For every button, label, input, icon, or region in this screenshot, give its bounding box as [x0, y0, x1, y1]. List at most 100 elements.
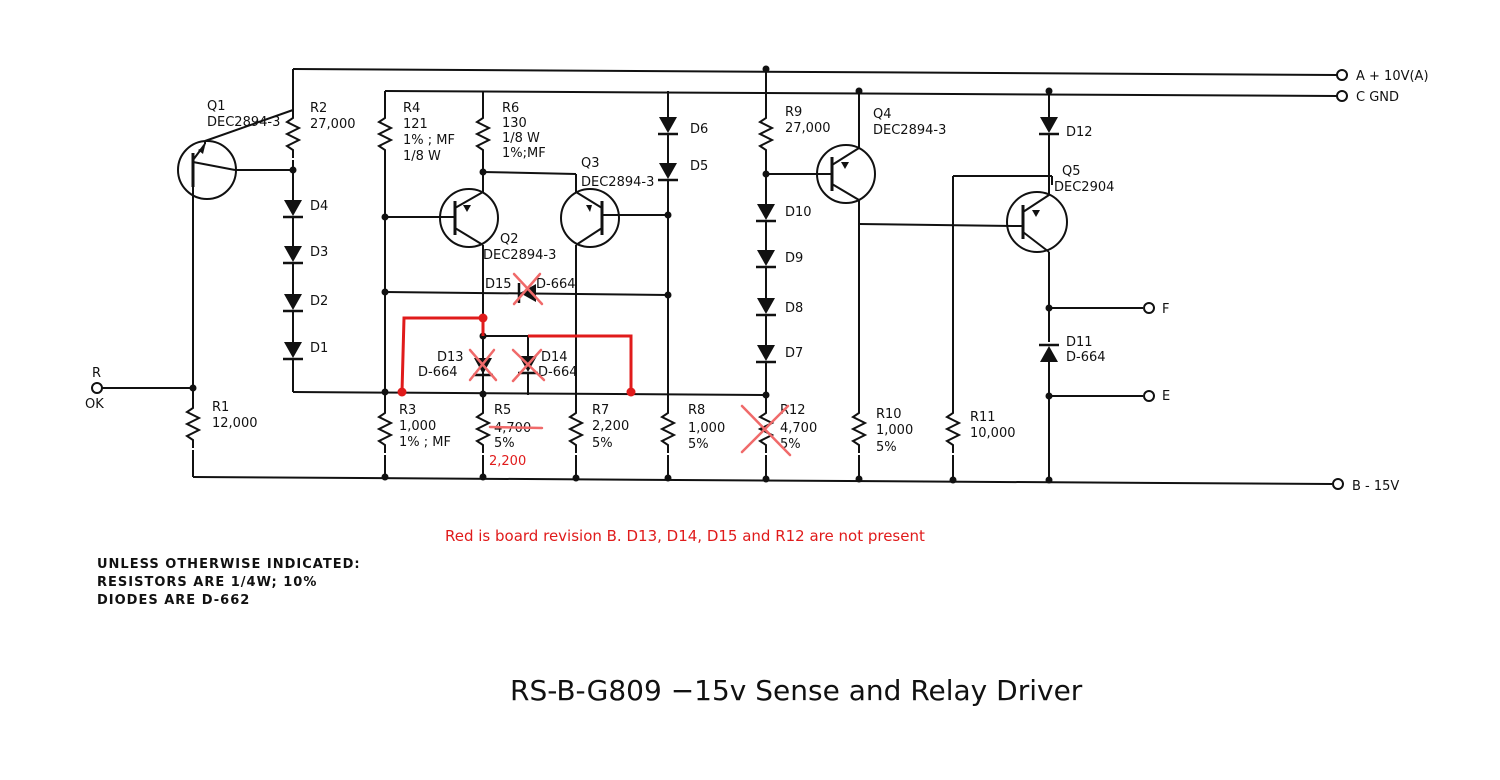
revision-b-wires — [400, 316, 633, 393]
d1-ref: D1 — [310, 341, 328, 356]
note-line-1: UNLESS OTHERWISE INDICATED: — [97, 557, 361, 572]
q3-ref: Q3 — [581, 156, 600, 171]
r11-value: 10,000 — [970, 426, 1016, 441]
junction-dots — [189, 65, 1053, 484]
diode-d15 — [517, 283, 536, 303]
r10-value: 1,000 — [876, 423, 913, 438]
d3-ref: D3 — [310, 245, 328, 260]
resistor-r7 — [569, 404, 583, 454]
resistor-r1 — [186, 399, 200, 449]
r7-tolerance: 5% — [592, 436, 613, 451]
r9-value: 27,000 — [785, 121, 831, 136]
resistor-r5 — [476, 404, 490, 454]
r10-ref: R10 — [876, 407, 902, 422]
d13-ref: D13 — [437, 350, 464, 365]
diode-d8 — [754, 296, 778, 317]
r11-ref: R11 — [970, 410, 996, 425]
d15-ref: D15 — [485, 277, 512, 292]
r12-tolerance: 5% — [780, 437, 801, 452]
d2-ref: D2 — [310, 294, 328, 309]
r6-tolerance: 1%;MF — [502, 146, 546, 161]
r6-value: 130 — [502, 116, 527, 131]
revision-b-dots — [397, 313, 636, 397]
r7-ref: R7 — [592, 403, 609, 418]
d11-part: D-664 — [1066, 350, 1106, 365]
r8-value: 1,000 — [688, 421, 725, 436]
terminal-a-label: A + 10V(A) — [1356, 69, 1429, 84]
terminal-b-label: B - 15V — [1352, 479, 1399, 494]
r1-ref: R1 — [212, 400, 229, 415]
transistor-q1 — [177, 109, 294, 200]
diode-d9 — [754, 248, 778, 269]
r7-value: 2,200 — [592, 419, 629, 434]
q4-part: DEC2894-3 — [873, 123, 946, 138]
d14-part: D-664 — [538, 365, 578, 380]
diode-d6 — [656, 115, 680, 136]
r3-value: 1,000 — [399, 419, 436, 434]
diode-d11 — [1037, 343, 1061, 364]
transistor-q4 — [816, 144, 876, 204]
resistor-r3 — [378, 404, 392, 454]
q2-part: DEC2894-3 — [483, 248, 556, 263]
bus-terminals — [1332, 69, 1348, 490]
terminal-r-label: R — [92, 366, 101, 381]
note-line-2: RESISTORS ARE 1/4W; 10% — [97, 575, 317, 590]
resistor-r4 — [378, 109, 392, 159]
d10-ref: D10 — [785, 205, 812, 220]
r4-ref: R4 — [403, 101, 420, 116]
q5-ref: Q5 — [1062, 164, 1081, 179]
component-labels: Q1 DEC2894-3 Q2 DEC2894-3 Q3 DEC2894-3 Q… — [207, 99, 1114, 455]
q4-ref: Q4 — [873, 107, 892, 122]
transistor-q2 — [439, 188, 499, 248]
diode-d1 — [281, 340, 305, 361]
r4-power: 1/8 W — [403, 149, 441, 164]
terminal-f-label: F — [1162, 302, 1169, 317]
d13-part: D-664 — [418, 365, 458, 380]
r5-revision-value: 2,200 — [489, 454, 526, 469]
r6-power: 1/8 W — [502, 131, 540, 146]
r1-value: 12,000 — [212, 416, 258, 431]
r8-tolerance: 5% — [688, 437, 709, 452]
r2-ref: R2 — [310, 101, 327, 116]
r9-ref: R9 — [785, 105, 802, 120]
d9-ref: D9 — [785, 251, 803, 266]
r5-tolerance: 5% — [494, 436, 515, 451]
d8-ref: D8 — [785, 301, 803, 316]
revision-note: Red is board revision B. D13, D14, D15 a… — [445, 527, 925, 545]
r8-ref: R8 — [688, 403, 705, 418]
note-line-3: DIODES ARE D-662 — [97, 593, 250, 608]
resistor-r8 — [661, 404, 675, 454]
r2-value: 27,000 — [310, 117, 356, 132]
d7-ref: D7 — [785, 346, 803, 361]
d6-ref: D6 — [690, 122, 708, 137]
r6-ref: R6 — [502, 101, 519, 116]
q3-part: DEC2894-3 — [581, 175, 654, 190]
r5-ref: R5 — [494, 403, 511, 418]
diode-d2 — [281, 292, 305, 313]
resistor-r10 — [852, 404, 866, 454]
diode-d12 — [1037, 115, 1061, 136]
d4-ref: D4 — [310, 199, 328, 214]
r12-value: 4,700 — [780, 421, 817, 436]
diode-d7 — [754, 343, 778, 364]
page-title: RS-B-G809 −15v Sense and Relay Driver — [510, 674, 1083, 707]
q1-part: DEC2894-3 — [207, 115, 280, 130]
r4-value: 121 — [403, 117, 428, 132]
resistor-r2 — [286, 109, 300, 159]
open-terminals — [91, 302, 1155, 402]
terminal-c-label: C GND — [1356, 90, 1399, 105]
q1-ref: Q1 — [207, 99, 226, 114]
r3-ref: R3 — [399, 403, 416, 418]
resistor-r6 — [476, 109, 490, 159]
transistor-q3 — [560, 188, 620, 248]
terminal-e-label: E — [1162, 389, 1170, 404]
resistor-r11 — [946, 404, 960, 454]
r3-tolerance: 1% ; MF — [399, 435, 451, 450]
diode-d3 — [281, 244, 305, 265]
d15-part: D-664 — [536, 277, 576, 292]
diode-d5 — [656, 161, 680, 182]
diode-d4 — [281, 198, 305, 219]
transistor-q5 — [1006, 176, 1068, 253]
d14-ref: D14 — [541, 350, 568, 365]
